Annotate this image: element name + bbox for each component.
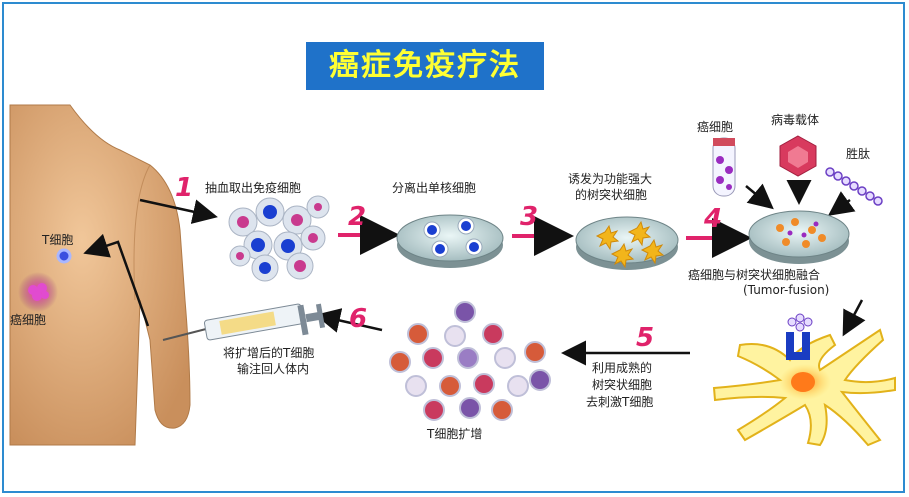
step-5-number: 5 [636, 323, 654, 353]
arrow-peptide-in [827, 191, 856, 216]
step-3-number: 3 [520, 202, 538, 232]
step-3-label-line-1: 诱发为功能强大 [568, 171, 652, 186]
diagram-title: 癌症免疫疗法 [306, 42, 544, 90]
dish-monocytes [396, 214, 504, 268]
mhc-receptor-icon [786, 313, 813, 360]
viral-vector-label: 病毒载体 [771, 112, 819, 127]
expanded-t-cells [389, 301, 551, 421]
body-t-cell-label: T细胞 [41, 233, 73, 247]
syringe-icon [162, 303, 326, 341]
dish-dendritic-cells [575, 216, 679, 270]
peptide-chain-icon [825, 167, 883, 206]
step-4-label-line-1: 癌细胞与树突状细胞融合 [688, 267, 820, 282]
body-cancer-cell [18, 272, 58, 312]
body-cancer-cell-label: 癌细胞 [10, 312, 46, 327]
step-5-label-line-3: 去刺激T细胞 [586, 395, 653, 409]
arrow-to-mature-dc [842, 299, 866, 337]
step-2-number: 2 [348, 202, 366, 232]
step-6-label-line-2: 输注回人体内 [237, 361, 309, 376]
step-6-label-line-1: 将扩增后的T细胞 [223, 345, 314, 360]
step-4-label-line-2: (Tumor-fusion) [743, 283, 829, 297]
arrow-step-1 [139, 198, 218, 224]
test-tube-icon [712, 137, 736, 197]
step-5-label-line-2: 树突状细胞 [592, 377, 652, 392]
step-1-label: 抽血取出免疫细胞 [205, 180, 301, 195]
step-2-label: 分离出单核细胞 [392, 180, 476, 195]
virus-icon [779, 135, 817, 177]
cancer-cell-input-label: 癌细胞 [697, 119, 733, 134]
arrow-step-6 [315, 308, 383, 333]
human-body [9, 104, 191, 446]
expansion-label: T细胞扩增 [426, 427, 482, 441]
step-1-number: 1 [175, 173, 193, 203]
mature-dendritic-cell [712, 328, 896, 447]
arrow-cancer-cell-in [745, 183, 774, 210]
step-4-number: 4 [703, 204, 722, 234]
body-t-cell [56, 248, 72, 264]
step-6-number: 6 [349, 304, 367, 334]
step-3-label-line-2: 的树突状细胞 [575, 187, 647, 202]
return-arrow [83, 233, 150, 327]
peptide-label: 胜肽 [846, 146, 870, 161]
immune-cells-cluster [228, 195, 330, 282]
step-5-label-line-1: 利用成熟的 [592, 360, 652, 375]
dish-fusion [748, 210, 850, 264]
